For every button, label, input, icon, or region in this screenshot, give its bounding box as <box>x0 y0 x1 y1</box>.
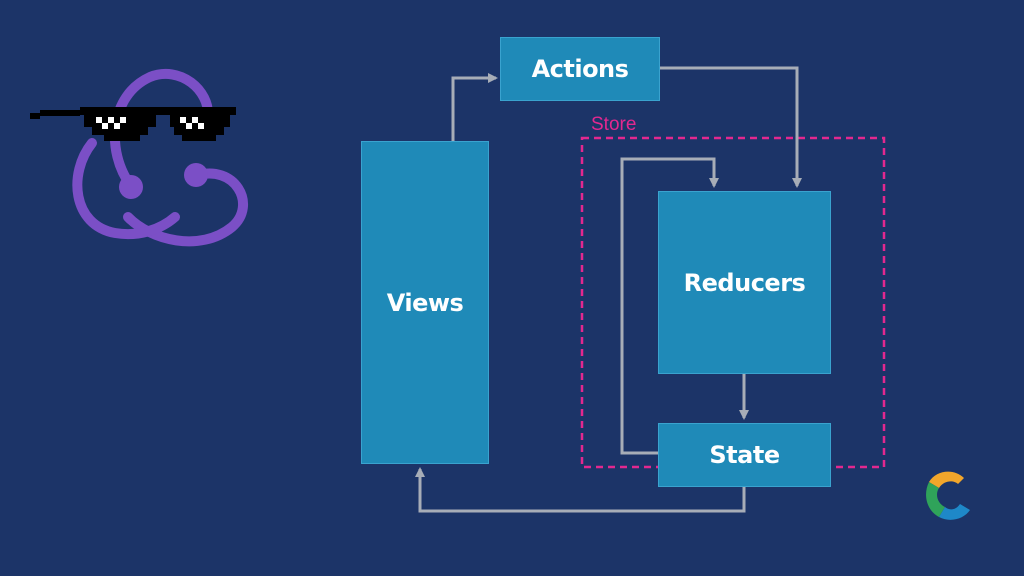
edge-views-to-actions <box>451 73 498 141</box>
state-node: State <box>658 423 831 487</box>
redux-logo-with-pixel-sunglasses-icon <box>30 68 248 247</box>
edge-actions-to-reducers <box>660 66 802 188</box>
actions-node: Actions <box>500 37 660 101</box>
views-node: Views <box>361 141 489 464</box>
edge-state-to-views <box>415 467 746 513</box>
reducers-node: Reducers <box>658 191 831 374</box>
edge-state-to-reducers <box>620 157 719 455</box>
store-label: Store <box>591 114 637 135</box>
brand-logo-icon <box>926 471 970 520</box>
